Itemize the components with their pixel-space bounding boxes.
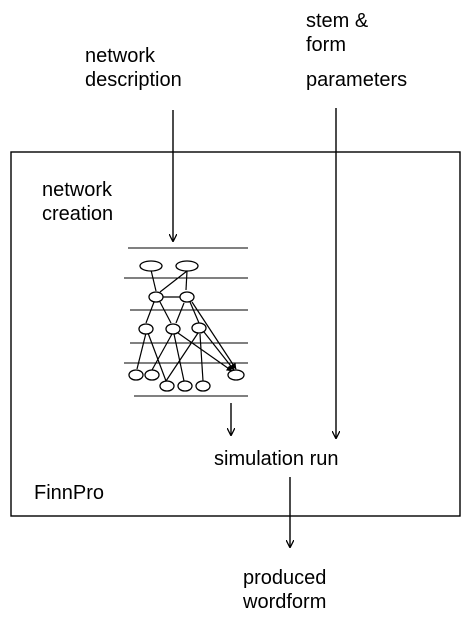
network-edge bbox=[151, 333, 173, 371]
network-edge bbox=[147, 332, 167, 382]
network-edge bbox=[189, 301, 200, 324]
network-edge bbox=[173, 333, 185, 382]
network-edge bbox=[165, 332, 199, 382]
network-node bbox=[191, 322, 207, 334]
network-edge bbox=[159, 270, 188, 293]
network-description-label-line2: description bbox=[85, 69, 182, 91]
network-creation-label-line1: network bbox=[42, 179, 113, 201]
network-node bbox=[138, 323, 154, 335]
network-node bbox=[139, 260, 163, 272]
stem-form-label-line1: stem & bbox=[306, 10, 369, 32]
produced-wordform-label-line2: wordform bbox=[243, 591, 327, 613]
network-edge bbox=[150, 269, 157, 292]
network-edge bbox=[159, 301, 172, 324]
network-node bbox=[175, 260, 199, 272]
finnpro-box bbox=[10, 151, 461, 517]
network-graph bbox=[124, 247, 248, 397]
network-node bbox=[148, 291, 164, 303]
network-node bbox=[227, 369, 245, 381]
network-node bbox=[179, 291, 195, 303]
network-edge bbox=[203, 331, 235, 371]
simulation-run-label: simulation run bbox=[214, 448, 339, 470]
network-node bbox=[159, 380, 175, 392]
network-creation-label-line2: creation bbox=[42, 203, 114, 225]
network-edge bbox=[177, 332, 233, 372]
parameters-label: parameters bbox=[306, 69, 408, 91]
finnpro-label: FinnPro bbox=[34, 482, 105, 504]
network-edge bbox=[145, 301, 155, 324]
network-description-label-line1: network bbox=[85, 45, 156, 67]
network-node bbox=[144, 369, 160, 381]
network-node bbox=[128, 369, 144, 381]
network-edge bbox=[175, 302, 185, 324]
network-edge bbox=[199, 333, 204, 382]
network-edge bbox=[185, 270, 188, 291]
network-edge bbox=[136, 332, 147, 370]
network-node bbox=[165, 323, 181, 335]
stem-form-label-line2: form bbox=[306, 34, 346, 56]
network-node bbox=[195, 380, 211, 392]
network-edge bbox=[191, 301, 237, 370]
network-node bbox=[177, 380, 193, 392]
produced-wordform-label-line1: produced bbox=[243, 567, 327, 589]
